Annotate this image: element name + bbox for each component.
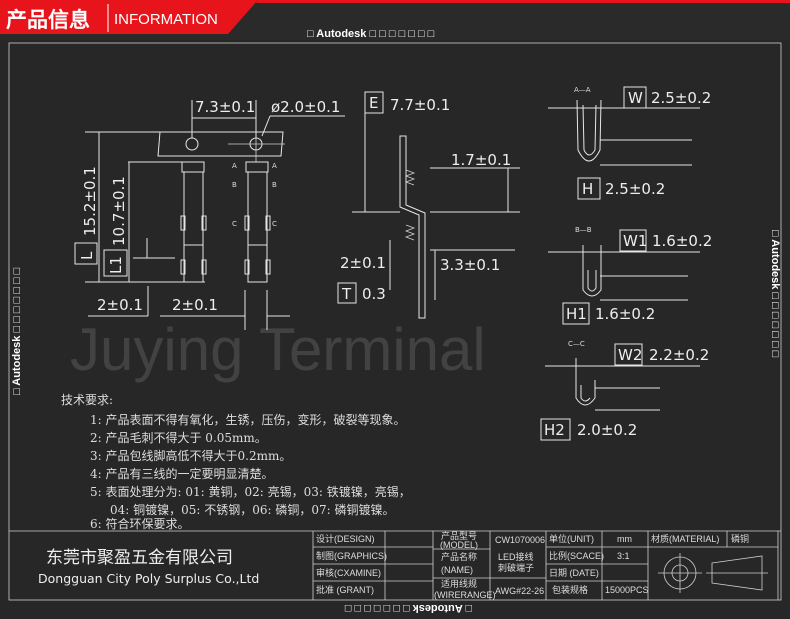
note-item: 1: 产品表面不得有氧化，生锈，压伤，变形，破裂等现象。 <box>90 412 406 427</box>
dim-W: 2.5±0.2 <box>651 89 711 107</box>
dim-7-3: 7.3±0.1 <box>195 98 255 116</box>
label-H: H <box>582 180 593 198</box>
model-label-en: (MODEL) <box>440 540 478 550</box>
design-label: 设计(DESIGN) <box>316 533 375 544</box>
dim-H: 2.5±0.2 <box>605 180 665 198</box>
name-value: LED接线 <box>498 551 534 562</box>
dim-2-b: 2±0.1 <box>172 296 218 314</box>
name-label: 产品名称 <box>441 551 477 562</box>
note-item: 04: 铜镀镍，05: 不锈钢，06: 磷铜，07: 磷铜镀镍。 <box>110 502 395 517</box>
company-name-cn: 东莞市聚盈五金有限公司 <box>46 548 233 568</box>
front-view: 7.3±0.1 ø2.0±0.1 15.2±0.1 10.7±0.1 L L1 … <box>74 98 345 330</box>
dim-1-7: 1.7±0.1 <box>451 151 511 169</box>
note-item: 2: 产品毛刺不得大于 0.05mm。 <box>90 430 267 445</box>
projection-symbol-icon <box>658 553 768 593</box>
dim-H1: 1.6±0.2 <box>595 305 655 323</box>
scale-label: 比例(SCACE) <box>549 550 604 561</box>
autodesk-top-label: □ Autodesk □ □ □ □ □ □ □ <box>307 28 435 40</box>
date-label: 日期 (DATE) <box>549 568 599 578</box>
note-item: 4: 产品有三线的一定要明显清楚。 <box>90 466 274 481</box>
graphics-label: 制图(GRAPHICS) <box>316 550 387 561</box>
label-W: W <box>628 89 643 107</box>
header-banner: 产品信息 INFORMATION □ Autodesk □ □ □ □ □ □ … <box>0 0 790 40</box>
notes-title: 技术要求: <box>61 393 113 407</box>
section-bb-label: B—B <box>575 226 592 234</box>
examine-label: 审核(CXAMINE) <box>316 567 381 578</box>
side-view: E 7.7±0.1 1.7±0.1 2±0.1 3.3±0.1 T 0.3 <box>337 91 520 319</box>
wire-value: AWG#22-26 <box>495 586 544 596</box>
header-title-cn: 产品信息 <box>6 8 90 32</box>
section-mark-a-left: A <box>232 162 237 170</box>
label-L1: L1 <box>107 256 125 274</box>
dim-W1: 1.6±0.2 <box>652 232 712 250</box>
dim-diameter: ø2.0±0.1 <box>271 98 340 116</box>
dim-15-2: 15.2±0.1 <box>81 166 99 236</box>
label-W1: W1 <box>623 232 647 250</box>
model-label: 产品型号 <box>441 530 477 541</box>
technical-notes: 技术要求: 1: 产品表面不得有氧化，生锈，压伤，变形，破裂等现象。 2: 产品… <box>61 393 411 531</box>
dim-T: 0.3 <box>362 285 386 303</box>
material-value: 磷铜 <box>731 533 749 544</box>
section-mark-a-right: A <box>272 162 277 170</box>
label-T: T <box>341 285 352 303</box>
label-H1: H1 <box>566 305 587 323</box>
label-E: E <box>369 94 378 112</box>
section-views: A—A W 2.5±0.2 H 2.5±0.2 B—B W1 1.6±0.2 H… <box>540 86 712 441</box>
unit-value: mm <box>617 534 632 544</box>
wire-label-en: (WIRERANGE) <box>434 590 496 600</box>
header-title-en: INFORMATION <box>114 11 218 28</box>
label-L: L <box>78 251 96 260</box>
title-block: 东莞市聚盈五金有限公司 Dongguan City Poly Surplus C… <box>9 530 781 600</box>
material-label: 材质(MATERIAL) <box>651 533 719 544</box>
label-H2: H2 <box>544 421 565 439</box>
autodesk-left-label: □ Autodesk □ □ □ □ □ □ □ <box>11 267 23 395</box>
section-cc-label: C—C <box>568 340 585 348</box>
name-label-en: (NAME) <box>441 565 473 575</box>
company-name-en: Dongguan City Poly Surplus Co.,Ltd <box>38 571 259 586</box>
pack-label: 包装规格 <box>552 584 588 595</box>
dim-H2: 2.0±0.2 <box>577 421 637 439</box>
dim-2-c: 2±0.1 <box>340 254 386 272</box>
autodesk-bottom-label: □ Autodesk □ □ □ □ □ □ □ <box>344 602 472 614</box>
grant-label: 批准 (GRANT) <box>316 584 374 595</box>
name-value: 刺破端子 <box>498 562 534 573</box>
unit-label: 单位(UNIT) <box>549 533 594 544</box>
section-mark-c-right: C <box>272 220 277 228</box>
autodesk-right-label: □ Autodesk □ □ □ □ □ □ □ <box>769 230 781 358</box>
note-item: 5: 表面处理分为: 01: 黄铜，02: 亮锡，03: 铁镀镍，亮锡， <box>90 484 411 499</box>
dim-10-7: 10.7±0.1 <box>110 176 128 246</box>
dim-3-3: 3.3±0.1 <box>440 256 500 274</box>
scale-value: 3:1 <box>617 551 630 561</box>
section-aa-label: A—A <box>574 86 591 94</box>
dim-E: 7.7±0.1 <box>390 96 450 114</box>
drawing-frame <box>8 42 782 601</box>
model-value: CW1070006 <box>495 535 545 545</box>
dim-W2: 2.2±0.2 <box>649 346 709 364</box>
pack-value: 15000PCS <box>605 585 649 595</box>
section-mark-b-left: B <box>232 181 237 189</box>
section-mark-b-right: B <box>272 181 277 189</box>
note-item: 3: 产品包线脚高低不得大于0.2mm。 <box>90 448 291 463</box>
watermark: Juying Terminal <box>70 316 486 383</box>
wire-label: 适用线规 <box>441 578 477 589</box>
label-W2: W2 <box>618 346 642 364</box>
dim-2-a: 2±0.1 <box>97 296 143 314</box>
section-mark-c-left: C <box>232 220 237 228</box>
note-item: 6: 符合环保要求。 <box>90 516 190 531</box>
